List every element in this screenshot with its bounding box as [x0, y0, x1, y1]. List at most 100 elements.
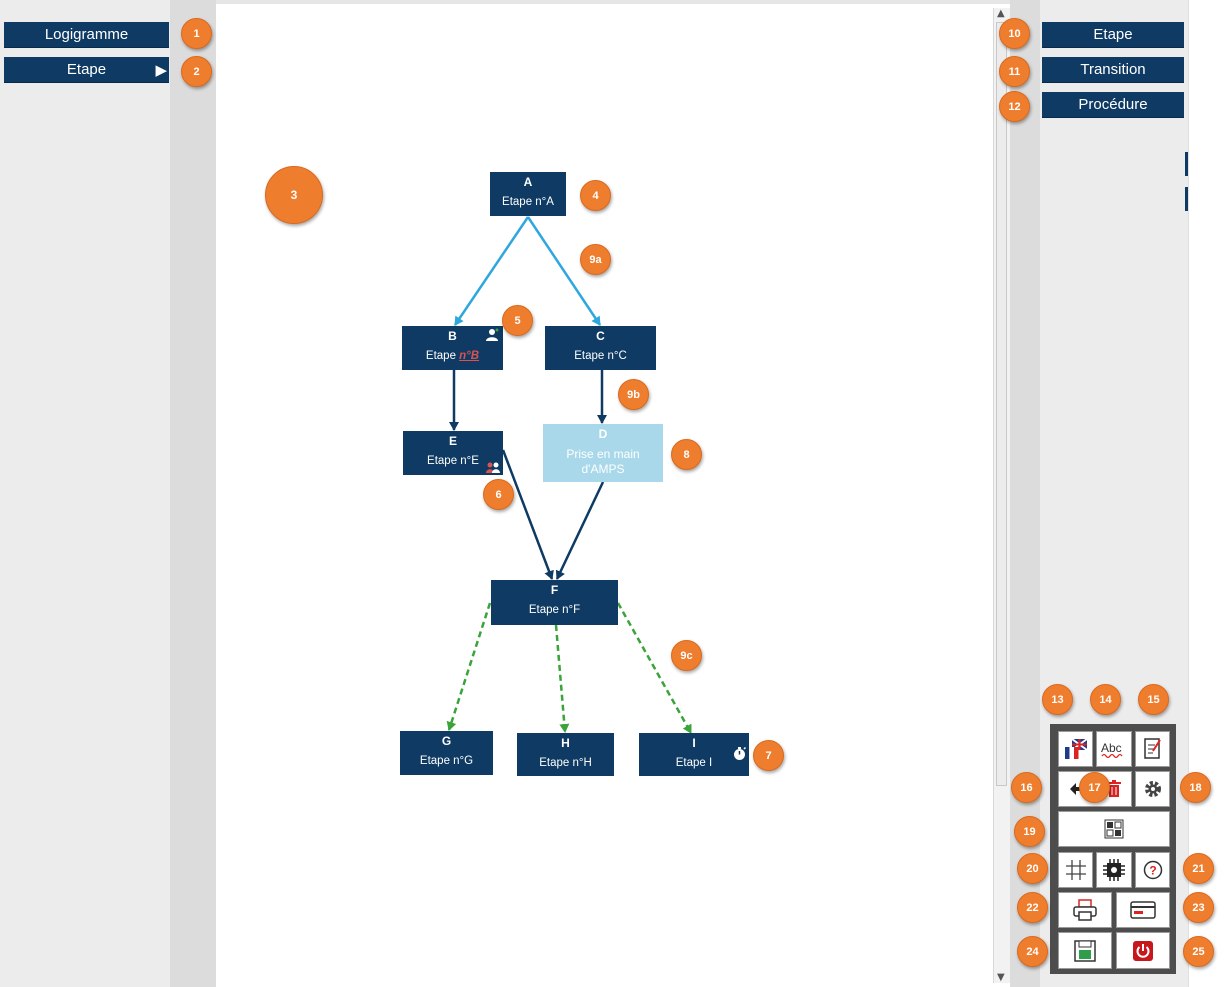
- play-arrow-icon: ▶: [155, 61, 167, 79]
- connector-a-c: [526, 216, 602, 326]
- user-icon: [485, 328, 499, 342]
- logigramme-label: Logigramme: [44, 26, 129, 43]
- svg-text:Abc: Abc: [1101, 741, 1122, 755]
- step-link-text[interactable]: n°B: [459, 350, 480, 362]
- callout-badge: 1: [181, 18, 212, 49]
- step-node-a[interactable]: A Etape n°A: [490, 172, 566, 216]
- step-node-label-prefix: Etape: [425, 350, 460, 362]
- step-node-title: C: [596, 329, 605, 343]
- step-node-title: E: [448, 434, 457, 448]
- step-node-e[interactable]: E Etape n°E: [403, 431, 503, 475]
- language-button[interactable]: [1058, 731, 1093, 767]
- transition-label: Transition: [1080, 61, 1146, 78]
- svg-text:?: ?: [1149, 864, 1156, 878]
- grid-button[interactable]: [1058, 852, 1093, 888]
- callout-badge: 19: [1014, 816, 1045, 847]
- qr-grid-icon: [1104, 819, 1124, 839]
- scrollbar-thumb[interactable]: [996, 22, 1007, 786]
- step-node-title: A: [523, 175, 533, 189]
- left-panel: [0, 0, 170, 987]
- spellcheck-icon: Abc: [1100, 738, 1128, 760]
- callout-badge: 17: [1079, 772, 1110, 803]
- undo-icon[interactable]: [1068, 781, 1088, 797]
- edge-marker: [1185, 152, 1188, 176]
- print-button[interactable]: [1058, 892, 1112, 928]
- settings-gear-icon: [1143, 779, 1163, 799]
- power-icon: [1132, 940, 1154, 962]
- logigramme-button[interactable]: Logigramme: [4, 22, 169, 48]
- step-node-d[interactable]: D Prise en main d'AMPS: [543, 424, 663, 482]
- edit-document-icon: [1142, 737, 1164, 761]
- step-node-b[interactable]: B Etape n°B: [402, 326, 503, 370]
- connector-d-f: [555, 481, 605, 580]
- delete-icon[interactable]: [1106, 780, 1122, 798]
- users-icon: [486, 461, 501, 474]
- callout-badge: 21: [1183, 853, 1214, 884]
- diagram-canvas[interactable]: [216, 8, 990, 980]
- left-gutter: [170, 0, 216, 987]
- right-etape-button[interactable]: Etape: [1042, 22, 1184, 48]
- step-node-label-line1: Prise en main: [566, 447, 640, 461]
- settings-button[interactable]: [1135, 771, 1170, 807]
- chip-settings-button[interactable]: [1096, 852, 1132, 888]
- step-node-i[interactable]: I Etape I: [639, 733, 749, 776]
- scroll-down-icon[interactable]: ▼: [997, 972, 1005, 983]
- step-node-label: Etape n°B: [402, 350, 503, 362]
- save-icon: [1074, 939, 1096, 962]
- callout-badge: 15: [1138, 684, 1169, 715]
- callout-badge: 20: [1017, 853, 1048, 884]
- help-button[interactable]: ?: [1135, 852, 1170, 888]
- help-icon: ?: [1143, 860, 1163, 880]
- edit-button[interactable]: [1135, 731, 1170, 767]
- connector-f-h: [554, 624, 570, 733]
- connector-f-i: [616, 602, 693, 734]
- card-button[interactable]: [1116, 892, 1170, 928]
- qr-button[interactable]: [1058, 811, 1170, 847]
- step-node-f[interactable]: F Etape n°F: [491, 580, 618, 625]
- etape-nav-label: Etape: [66, 61, 107, 78]
- timer-icon: [732, 746, 747, 761]
- callout-badge: 4: [580, 180, 611, 211]
- callout-badge: 18: [1180, 772, 1211, 803]
- chip-gear-icon: [1103, 859, 1125, 881]
- connector-e-f: [501, 449, 554, 580]
- procedure-button[interactable]: Procédure: [1042, 92, 1184, 118]
- step-node-label: Etape n°A: [502, 196, 554, 208]
- callout-badge: 25: [1183, 936, 1214, 967]
- grid-icon: [1065, 859, 1087, 881]
- callout-badge: 24: [1017, 936, 1048, 967]
- power-button[interactable]: [1116, 932, 1170, 969]
- callout-badge: 9b: [618, 379, 649, 410]
- save-button[interactable]: [1058, 932, 1112, 969]
- callout-badge: 9a: [580, 244, 611, 275]
- step-node-title: G: [441, 734, 452, 748]
- step-node-g[interactable]: G Etape n°G: [400, 731, 493, 775]
- step-node-label: Etape n°G: [419, 755, 474, 767]
- step-node-h[interactable]: H Etape n°H: [517, 733, 614, 776]
- print-icon: [1072, 899, 1098, 921]
- scroll-up-icon[interactable]: ▲: [997, 8, 1005, 19]
- window-edge: [1185, 0, 1224, 987]
- card-icon: [1130, 901, 1156, 919]
- callout-badge: 3: [265, 166, 323, 224]
- etape-nav-button[interactable]: Etape ▶: [4, 57, 169, 83]
- callout-badge: 14: [1090, 684, 1121, 715]
- callout-badge: 8: [671, 439, 702, 470]
- language-flag-icon: [1063, 738, 1089, 760]
- callout-badge: 22: [1017, 892, 1048, 923]
- callout-badge: 13: [1042, 684, 1073, 715]
- callout-badge: 5: [502, 305, 533, 336]
- transition-button[interactable]: Transition: [1042, 57, 1184, 83]
- callout-badge: 6: [483, 479, 514, 510]
- step-node-title: H: [561, 736, 570, 750]
- step-node-label: Etape I: [675, 757, 713, 769]
- callout-badge: 12: [999, 91, 1030, 122]
- callout-badge: 7: [753, 740, 784, 771]
- step-node-label: Etape n°H: [539, 757, 592, 769]
- step-node-label: Etape n°E: [427, 455, 479, 467]
- step-node-label: Etape n°C: [574, 350, 627, 362]
- step-node-title: F: [550, 583, 559, 597]
- spellcheck-button[interactable]: Abc: [1096, 731, 1132, 767]
- callout-badge: 23: [1183, 892, 1214, 923]
- step-node-c[interactable]: C Etape n°C: [545, 326, 656, 370]
